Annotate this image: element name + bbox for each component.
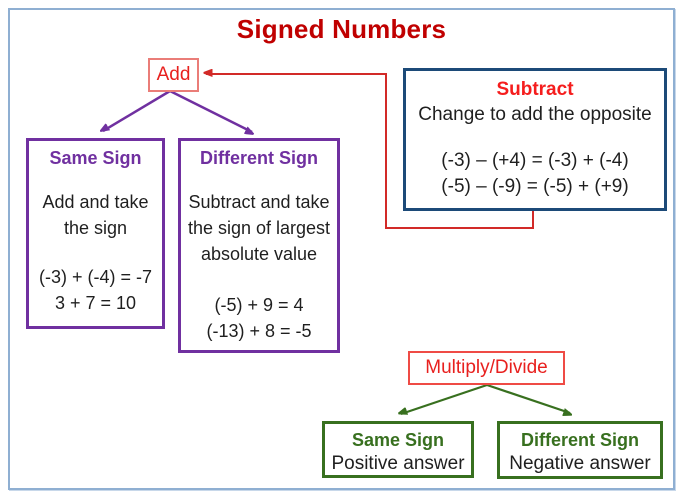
md-different-sign-box: Different Sign Negative answer [497,421,663,479]
md-same-sign-answer: Positive answer [331,453,465,474]
example-line: 3 + 7 = 10 [54,293,137,313]
md-same-sign-title: Same Sign [351,430,445,450]
multiply-divide-label: Multiply/Divide [425,357,548,378]
subtract-example-line: (-5) – (-9) = (-5) + (+9) [441,176,629,197]
add-same-sign-rule: Add and take the sign [29,189,162,241]
example-line: (-5) + 9 = 4 [214,295,304,315]
example-line: (-13) + 8 = -5 [206,321,312,341]
add-node-label: Add [156,64,191,85]
page-border [8,8,675,490]
multiply-divide-node: Multiply/Divide [408,351,565,385]
rule-line: Subtract and take [188,192,330,212]
add-different-sign-rule: Subtract and take the sign of largest ab… [181,189,337,267]
subtract-box-subtitle: Change to add the opposite [418,104,652,125]
md-different-sign-answer: Negative answer [509,453,651,474]
add-same-sign-examples: (-3) + (-4) = -7 3 + 7 = 10 [29,264,162,316]
rule-line: the sign [63,218,128,238]
subtract-box-title: Subtract [496,79,574,100]
add-different-sign-box: Different Sign Subtract and take the sig… [178,138,340,353]
subtract-example-line: (-3) – (+4) = (-3) + (-4) [441,150,629,171]
add-same-sign-title: Same Sign [49,148,142,168]
md-same-sign-box: Same Sign Positive answer [322,421,474,478]
rule-line: absolute value [200,244,318,264]
rule-line: Add and take [42,192,149,212]
example-line: (-3) + (-4) = -7 [38,267,153,287]
md-different-sign-title: Different Sign [520,430,639,450]
add-different-sign-examples: (-5) + 9 = 4 (-13) + 8 = -5 [181,292,337,344]
subtract-box: Subtract Change to add the opposite (-3)… [403,68,667,211]
page-title: Signed Numbers [236,14,447,44]
add-different-sign-title: Different Sign [199,148,318,168]
rule-line: the sign of largest [187,218,331,238]
add-node: Add [148,58,199,92]
subtract-box-examples: (-3) – (+4) = (-3) + (-4) (-5) – (-9) = … [406,148,664,200]
add-same-sign-box: Same Sign Add and take the sign (-3) + (… [26,138,165,329]
